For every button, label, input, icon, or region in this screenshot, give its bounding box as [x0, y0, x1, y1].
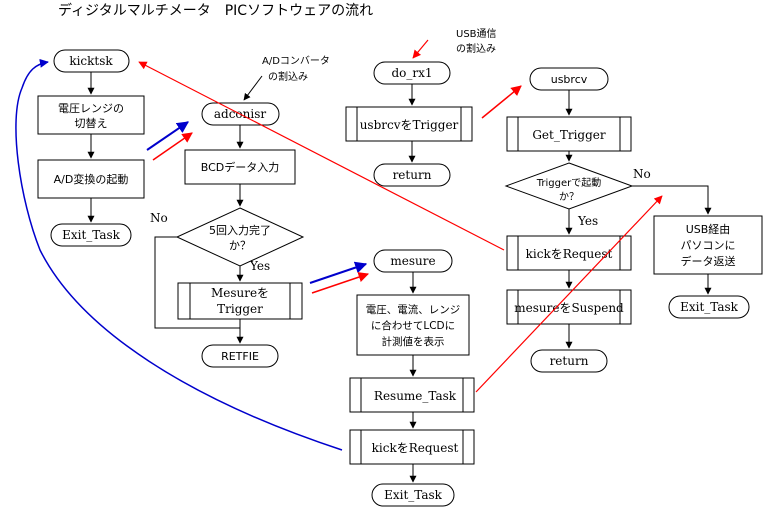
usb-reply-label-1: USB経由: [686, 222, 731, 236]
do-rx1-return-label: return: [393, 168, 432, 182]
page-title: ディジタルマルチメータ PICソフトウェアの流れ: [58, 2, 373, 19]
mesure-kick-request-label: kickをRequest: [372, 441, 459, 455]
retfie-terminal: [201, 344, 279, 368]
input-complete-label-1: 5回入力完了: [209, 223, 271, 237]
usbrcv-start-label: usbrcv: [551, 73, 588, 86]
usbrcv-kick-to-kicktsk: [138, 61, 505, 251]
triggered-decision-label-1: Triggerで起動: [536, 176, 602, 189]
bcd-input-process: [184, 149, 296, 185]
trigger-to-mesure-red: [311, 272, 369, 294]
lcd-display-label-1: 電圧、電流、レンジ: [366, 303, 461, 316]
adconisr-no-label: No: [150, 211, 168, 225]
retfie-label: RETFIE: [221, 350, 259, 363]
mesure-exit-terminal: [371, 483, 455, 507]
ad-start-label: A/D変換の起動: [54, 172, 129, 186]
usb-reply-process: [653, 215, 763, 275]
usbrcv-kick-request-label: kickをRequest: [526, 247, 613, 261]
input-complete-label-2: か？: [229, 239, 251, 252]
usbrcv-exit-label: Exit_Task: [680, 300, 739, 314]
usbrcv-no-label: No: [633, 167, 651, 181]
range-switch-process: [37, 95, 145, 135]
range-switch-label-2: 切替え: [75, 116, 108, 130]
usbrcv-return-label: return: [550, 354, 589, 368]
get-trigger-label: Get_Trigger: [532, 128, 606, 142]
trigger-to-mesure-blue: [309, 261, 368, 284]
resume-task-label: Resume_Task: [374, 389, 457, 403]
usb-reply-label-2: パソコンに: [681, 239, 736, 252]
triggered-decision-label-2: か？: [559, 191, 579, 203]
mesure-suspend-label: mesureをSuspend: [514, 301, 624, 315]
adconisr-yes-label: Yes: [249, 259, 270, 273]
kicktsk-start-label: kicktsk: [69, 54, 113, 68]
usbrcv-yes-label: Yes: [577, 214, 598, 228]
lcd-display-label-3: 計測値を表示: [382, 335, 445, 348]
usbrcv-exit-terminal: [668, 295, 750, 319]
mesure-trigger-label-2: Trigger: [217, 302, 263, 316]
kicktsk-exit-label: Exit_Task: [62, 228, 121, 242]
mesure-kick-to-kicktsk: [15, 58, 343, 451]
lcd-display-process: [356, 294, 470, 356]
usbrcv-kick-request-process: [506, 235, 632, 271]
usb-interrupt-note-1: USB通信: [456, 28, 497, 40]
do-rx1-to-usbrcv: [481, 85, 522, 119]
lcd-display-label-2: に合わせてLCDに: [371, 319, 455, 332]
usb-interrupt-note-2: の割込み: [456, 42, 496, 55]
usbrcv-return-terminal: [530, 349, 608, 373]
bcd-input-label: BCDデータ入力: [201, 160, 280, 174]
mesure-start-label: mesure: [390, 254, 435, 268]
resume-task-process: [349, 377, 475, 413]
ad-start-to-adconisr-red: [152, 132, 193, 161]
mesure-exit-label: Exit_Task: [384, 488, 443, 502]
do-rx1-start-label: do_rx1: [391, 66, 432, 80]
kicktsk-exit-terminal: [50, 223, 132, 247]
usb-reply-label-3: データ返送: [681, 254, 736, 268]
mesure-suspend-process: [506, 289, 632, 325]
usbrcv-trigger-label: usbrcvをTrigger: [360, 118, 459, 132]
usbrcv-trigger-process: [345, 106, 473, 142]
ad-interrupt-note-1: A/Dコンバータ: [262, 55, 330, 67]
resume-to-usbrcv: [475, 195, 663, 393]
input-complete-decision: [175, 207, 305, 267]
ad-interrupt-note-2: の割込み: [268, 70, 308, 83]
mesure-trigger-label-1: Mesureを: [211, 286, 269, 300]
range-switch-label-1: 電圧レンジの: [58, 102, 124, 115]
ad-start-to-adconisr-blue: [146, 121, 189, 151]
get-trigger-process: [506, 116, 632, 152]
mesure-trigger-process: [177, 282, 303, 320]
mesure-kick-request-process: [349, 429, 475, 465]
do-rx1-return-terminal: [373, 163, 451, 187]
